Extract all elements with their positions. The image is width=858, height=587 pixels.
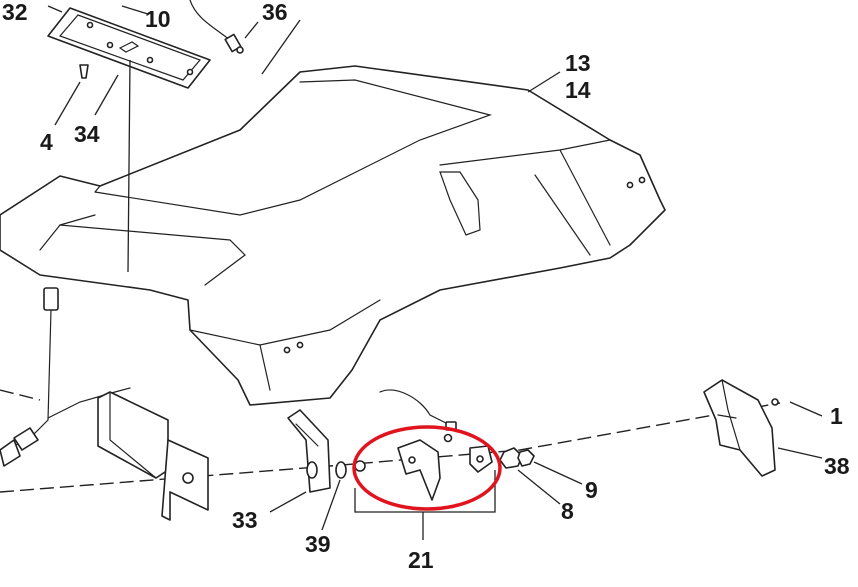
callout-39: 39: [305, 531, 331, 557]
latch-bracket-33: [287, 409, 331, 493]
callout-4: 4: [40, 129, 53, 155]
dome-light: [47, 7, 211, 89]
leader-36: [244, 21, 259, 39]
corner-cover-38: [703, 379, 779, 477]
leader-8: [517, 469, 561, 505]
leader-33: [269, 491, 307, 513]
callout-32: 32: [2, 0, 28, 25]
leader-39: [321, 479, 341, 531]
leader-38: [777, 447, 823, 459]
display-module: [97, 391, 169, 479]
roof-panel: [0, 65, 666, 406]
latch-group-bracket: [354, 470, 496, 513]
dome-light-leader: [127, 59, 131, 273]
leader-34: [94, 74, 119, 116]
leader-13: [527, 71, 561, 93]
leader-1: [789, 401, 823, 417]
nut-9: [517, 449, 535, 467]
callout-21: 21: [408, 547, 434, 573]
leader-10: [121, 5, 149, 15]
leader-32: [47, 5, 63, 13]
leader-9: [533, 461, 583, 485]
wiring-harness: [0, 287, 131, 467]
washer-39: [335, 460, 366, 479]
callout-10: 10: [145, 6, 171, 32]
callout-34: 34: [74, 121, 100, 147]
callout-36: 36: [262, 0, 288, 25]
callout-14: 14: [565, 77, 591, 103]
harness-36: [189, 0, 244, 54]
callout-8: 8: [561, 498, 574, 524]
latch-hook-21: [379, 389, 493, 501]
callout-9: 9: [585, 477, 598, 503]
leader-36-vertical: [261, 19, 301, 75]
assembly-centerline-left: [0, 389, 41, 401]
callout-33: 33: [232, 507, 258, 533]
callout-38: 38: [824, 453, 850, 479]
leader-4: [54, 81, 81, 126]
callout-13: 13: [565, 50, 591, 76]
callout-1: 1: [830, 403, 843, 429]
highlight-circle: [352, 425, 502, 511]
mount-bracket: [161, 439, 209, 521]
